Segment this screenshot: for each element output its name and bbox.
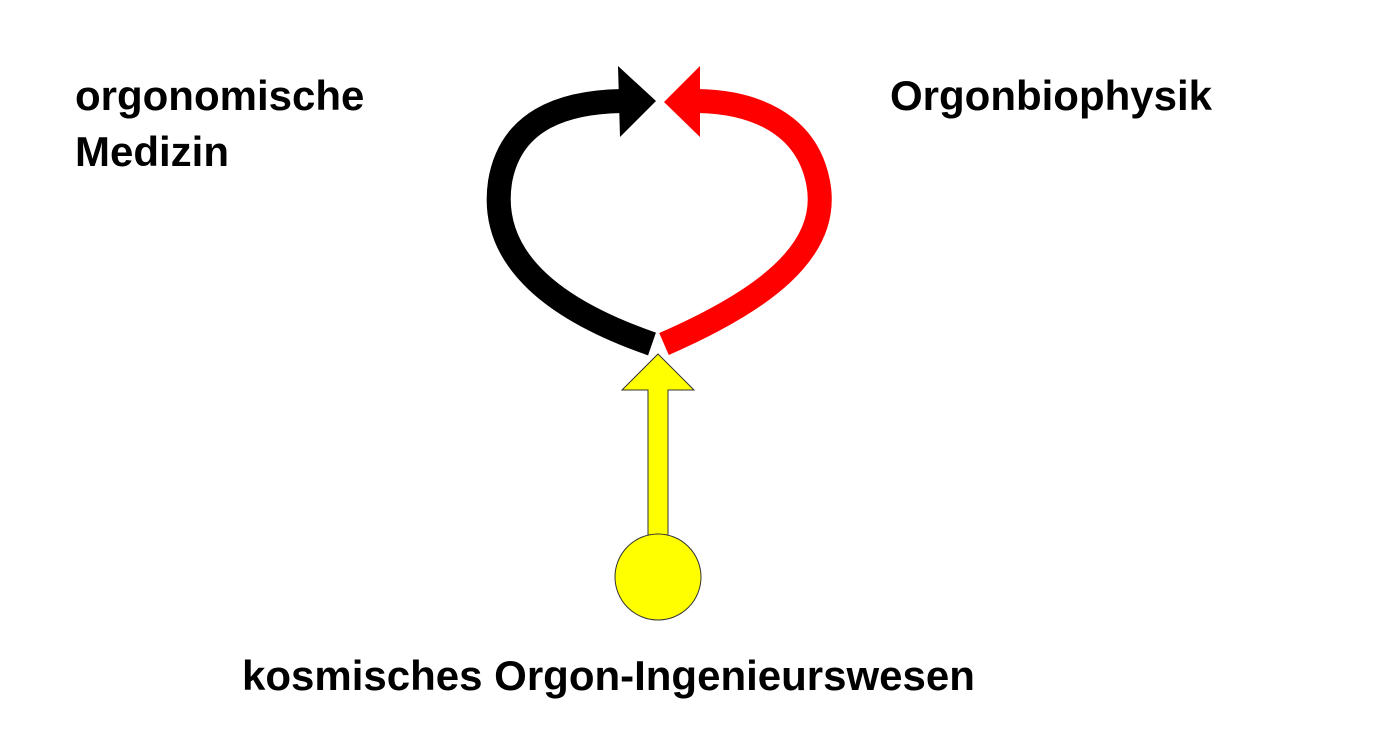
red-curved-arrow [659,66,832,355]
label-line-2: Medizin [75,128,229,175]
black-curved-arrow [486,66,656,356]
label-orgon-biophysics: Orgonbiophysik [890,72,1213,119]
label-line-1: orgonomische [75,72,365,119]
label-orgonomic-medicine: orgonomische Medizin [75,68,364,180]
yellow-source-arrow [614,353,702,621]
label-cosmic-orgon-engineering: kosmisches Orgon-Ingenieurswesen [242,652,975,699]
